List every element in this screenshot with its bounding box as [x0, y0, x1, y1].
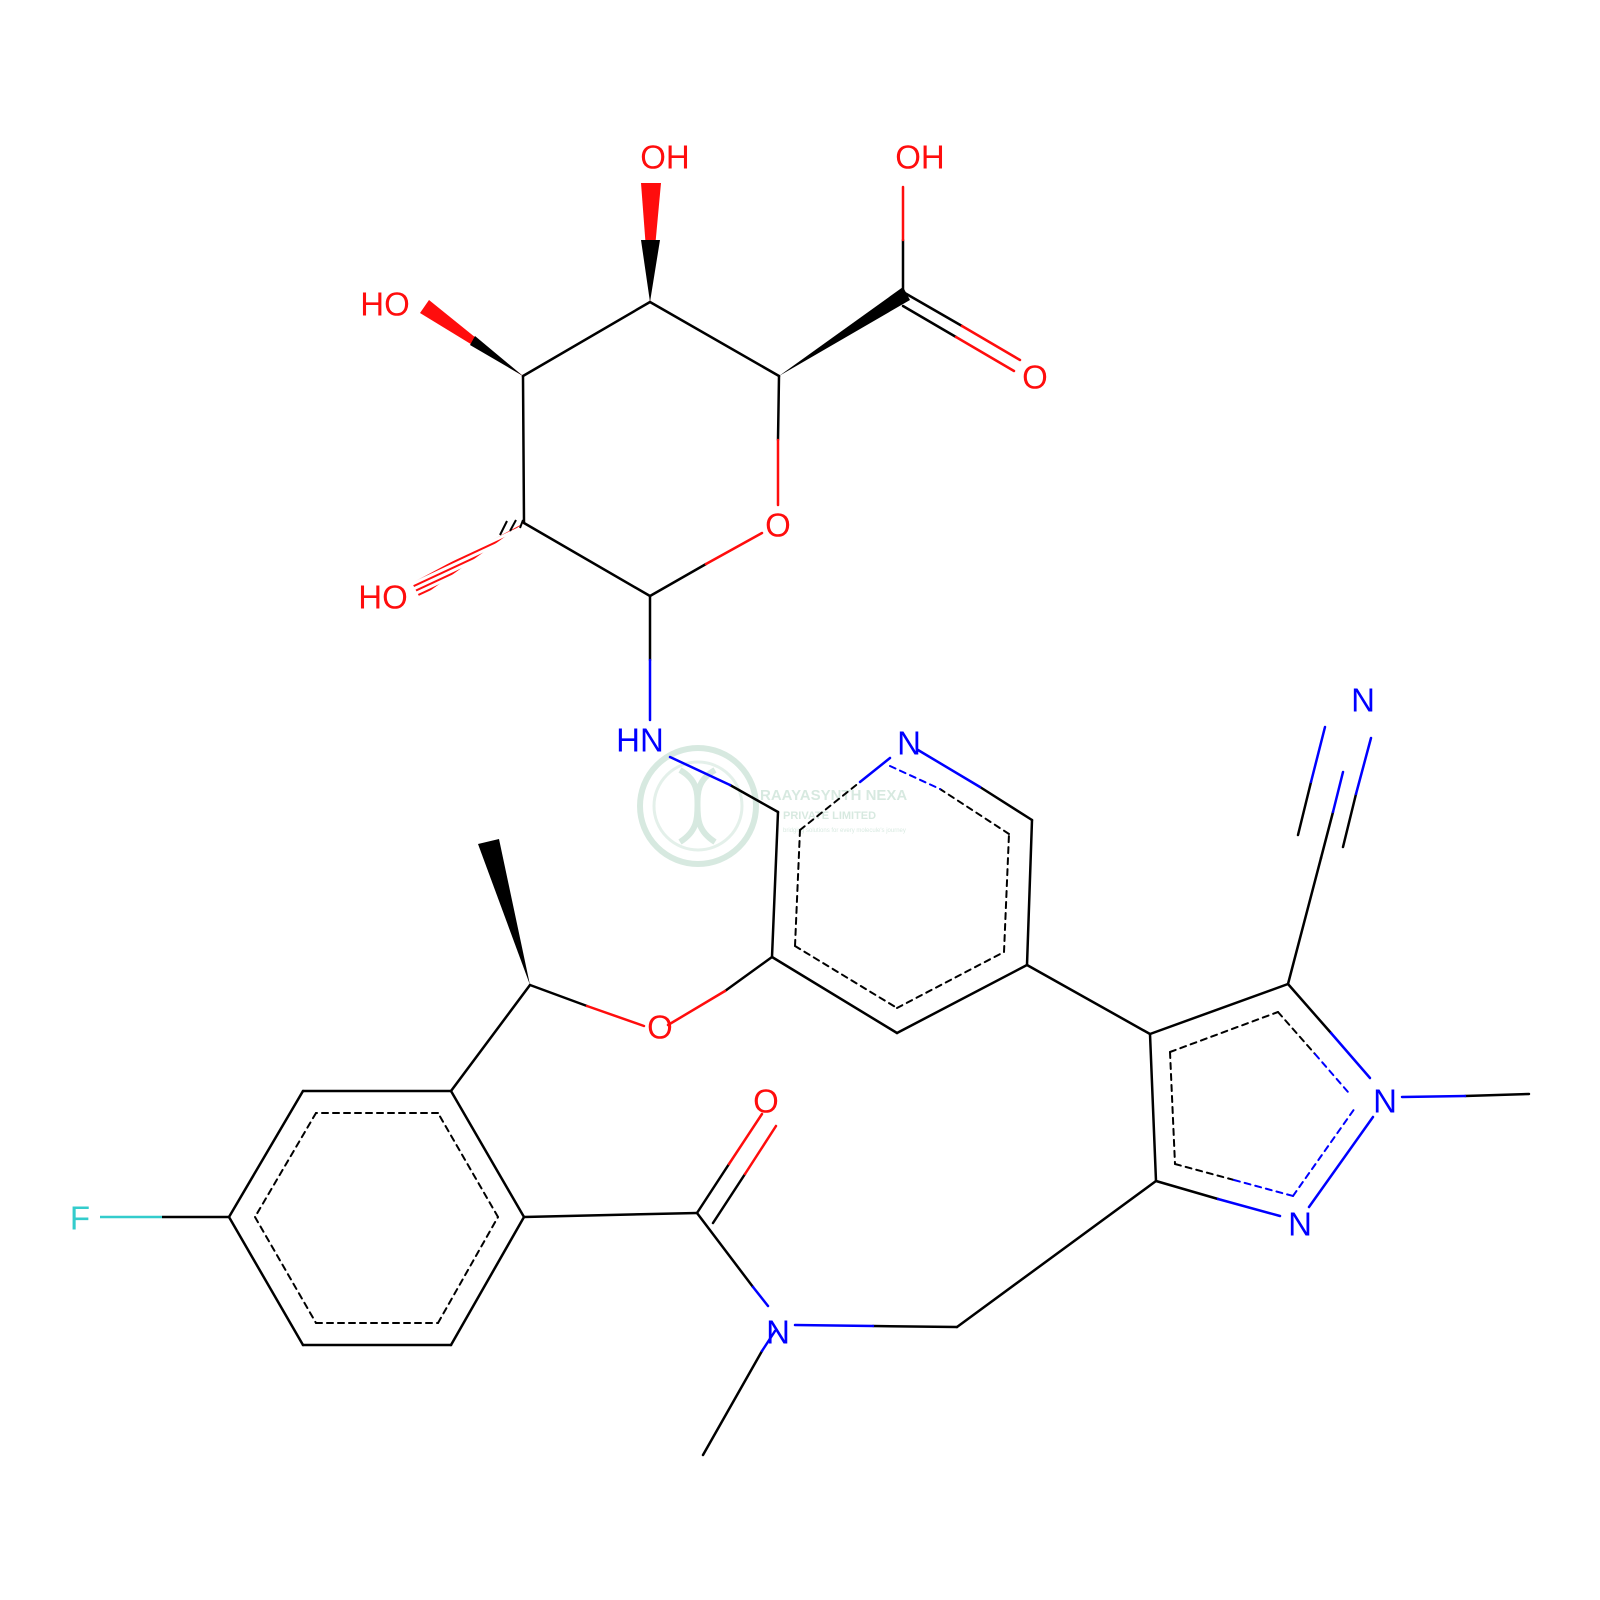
watermark-tagline: bridging solutions for every molecule's …	[783, 828, 906, 834]
atom-nh-link: HN	[616, 722, 664, 759]
atom-ho-lower: HO	[358, 579, 408, 616]
watermark: RAAYASYNTH NEXA PRIVATE LIMITED bridging…	[637, 745, 907, 867]
atom-oh-top-left: OH	[640, 139, 690, 176]
watermark-logo-ring	[637, 745, 759, 867]
atom-o-ring: O	[765, 507, 791, 544]
watermark-line2: PRIVATE LIMITED	[783, 810, 876, 822]
atom-o-amide: O	[753, 1083, 779, 1120]
atom-o-carbonyl-acid: O	[1022, 359, 1048, 396]
atom-f: F	[70, 1200, 90, 1237]
bonds-oxygen	[585, 185, 1022, 1176]
atom-oh-top-right: OH	[895, 139, 945, 176]
bonds-nitrogen	[648, 658, 1467, 1353]
watermark-helix-icon-2	[678, 767, 717, 845]
atom-o-ether: O	[647, 1009, 673, 1046]
wedge-bonds	[412, 183, 910, 985]
watermark-logo-inner	[652, 760, 744, 852]
atom-n-pyrazole-methyl: N	[1373, 1083, 1397, 1120]
atom-n-nitrile: N	[1351, 682, 1375, 719]
atom-ho-upper: HO	[360, 286, 410, 323]
bonds-carbon	[227, 238, 1531, 1457]
atom-n-pyridine: N	[897, 725, 921, 762]
watermark-line1: RAAYASYNTH NEXA	[760, 787, 907, 804]
atom-labels: OH OH HO O O HO HN N N N N O O N F	[70, 139, 1397, 1351]
atom-n-pyrazole: N	[1288, 1206, 1312, 1243]
atom-n-amide: N	[766, 1314, 790, 1351]
